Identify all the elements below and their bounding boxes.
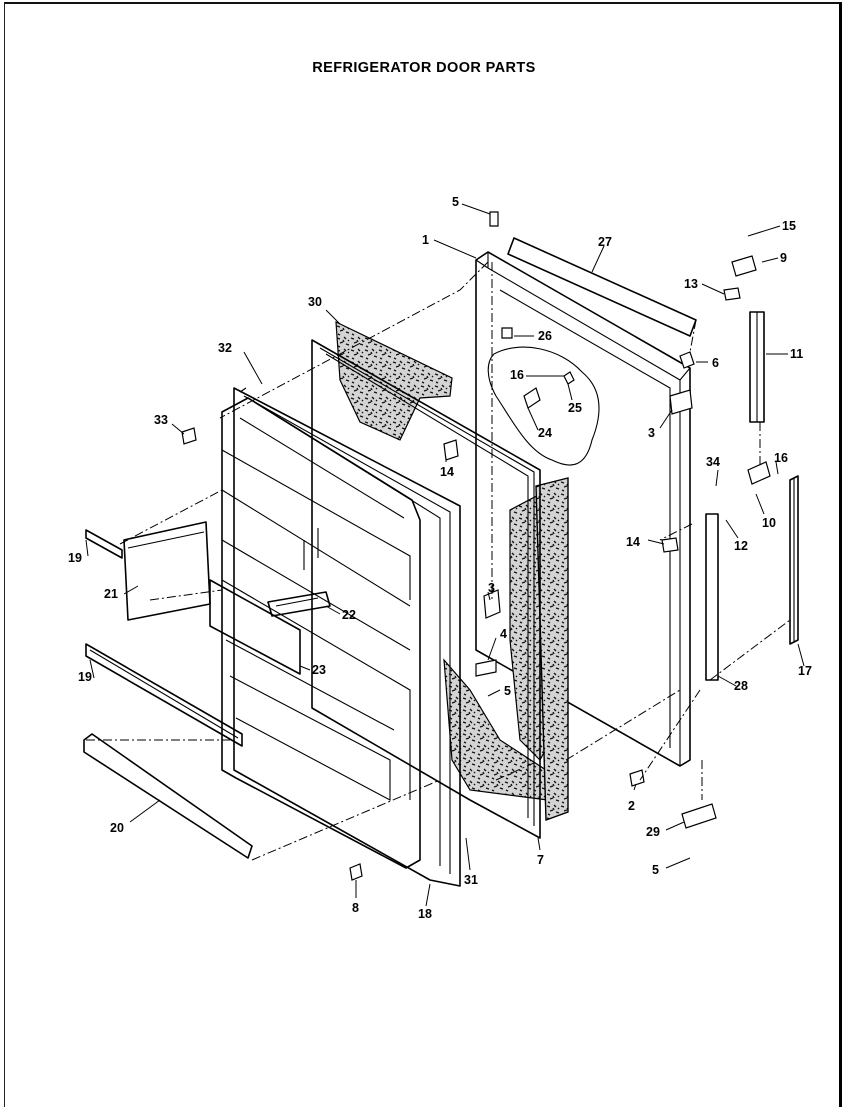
liner-shelf-body xyxy=(221,397,421,869)
hardware-detail-cutaway xyxy=(487,346,600,466)
callout-22: 22 xyxy=(342,608,356,622)
callout-31: 31 xyxy=(464,873,478,887)
callout-30: 30 xyxy=(308,295,322,309)
callout-7: 7 xyxy=(537,853,544,867)
callout-4: 4 xyxy=(500,627,507,641)
callout-3-top-hinge: 3 xyxy=(648,426,655,440)
callout-14-upper: 14 xyxy=(440,465,454,479)
callout-16-cutaway: 16 xyxy=(510,368,524,382)
callout-34: 34 xyxy=(706,455,720,469)
page-border xyxy=(4,2,842,1107)
door-gasket xyxy=(311,339,541,839)
callout-5-top-screw: 5 xyxy=(452,195,459,209)
callout-1: 1 xyxy=(422,233,429,247)
callout-10: 10 xyxy=(762,516,776,530)
callout-6: 6 xyxy=(712,356,719,370)
callout-5-mid-screw: 5 xyxy=(504,684,511,698)
callout-16-handle: 16 xyxy=(774,451,788,465)
callout-19-lower: 19 xyxy=(78,670,92,684)
shelf-parts xyxy=(83,521,331,859)
alignment-lines xyxy=(86,261,791,861)
diagram-title: REFRIGERATOR DOOR PARTS xyxy=(312,60,536,76)
callout-18: 18 xyxy=(418,907,432,921)
callout-29: 29 xyxy=(646,825,660,839)
callout-13: 13 xyxy=(684,277,698,291)
callout-26: 26 xyxy=(538,329,552,343)
door-inner-liner xyxy=(233,387,461,887)
callout-25: 25 xyxy=(568,401,582,415)
handle-and-hinges xyxy=(181,211,799,881)
callout-24: 24 xyxy=(538,426,552,440)
callout-8: 8 xyxy=(352,901,359,915)
callout-20: 20 xyxy=(110,821,124,835)
callout-15: 15 xyxy=(782,219,796,233)
foam-insulation xyxy=(335,321,569,821)
callout-32: 32 xyxy=(218,341,232,355)
callout-33: 33 xyxy=(154,413,168,427)
callout-23: 23 xyxy=(312,663,326,677)
callout-17: 17 xyxy=(798,664,812,678)
callout-9: 9 xyxy=(780,251,787,265)
callout-5-bottom-screw: 5 xyxy=(652,863,659,877)
callout-12: 12 xyxy=(734,539,748,553)
callout-2: 2 xyxy=(628,799,635,813)
callout-19-upper: 19 xyxy=(68,551,82,565)
callout-21: 21 xyxy=(104,587,118,601)
part-callouts: 1 2 3 3 4 5 5 5 6 7 8 9 10 xyxy=(68,195,812,921)
callout-3-hinge-bracket: 3 xyxy=(488,581,495,595)
callout-14-lower: 14 xyxy=(626,535,640,549)
callout-11: 11 xyxy=(790,347,803,361)
callout-28: 28 xyxy=(734,679,748,693)
door-outer-panel xyxy=(475,251,691,767)
callout-27: 27 xyxy=(598,235,612,249)
